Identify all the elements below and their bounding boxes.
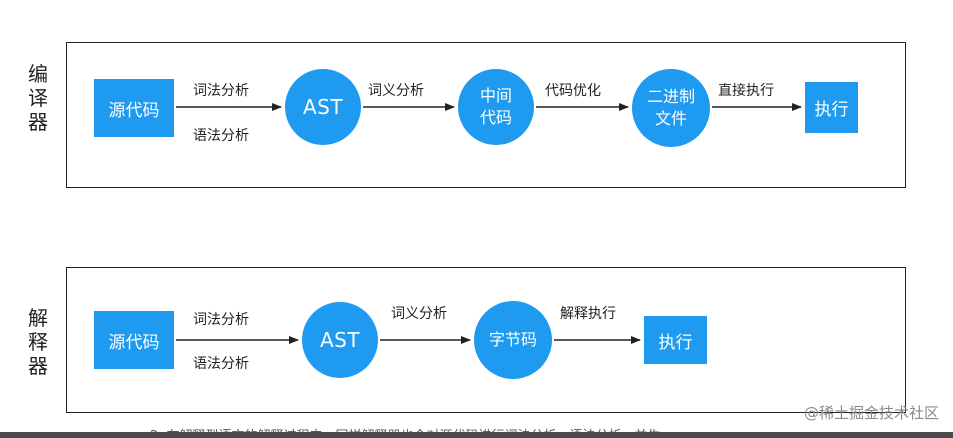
compiler-semantic-label: 词义分析 xyxy=(368,83,424,99)
interpreter-lexer-label: 词法分析 xyxy=(193,312,249,328)
compiler-source-code-node: 源代码 xyxy=(94,79,174,137)
compiler-parser-label: 语法分析 xyxy=(193,128,249,144)
interpreter-ast-node: AST xyxy=(302,302,378,378)
compiler-direct-exec-label: 直接执行 xyxy=(718,83,774,99)
interpreter-semantic-label: 词义分析 xyxy=(391,306,447,322)
compiler-ir-text: 中间代码 xyxy=(479,86,512,127)
compiler-lexer-label: 词法分析 xyxy=(193,83,249,99)
compiler-ir-node: 中间代码 xyxy=(458,69,534,145)
compiler-ast-node: AST xyxy=(285,69,361,145)
compiler-side-label: 编译器 xyxy=(28,62,48,134)
interpreter-side-label: 解释器 xyxy=(28,306,48,378)
watermark-text: @稀土掘金技术社区 xyxy=(803,404,939,422)
interpreter-bytecode-node: 字节码 xyxy=(474,301,552,379)
compiler-binary-text: 二进制文件 xyxy=(646,87,695,128)
footer-bar xyxy=(0,432,953,438)
compiler-execute-node: 执行 xyxy=(805,82,858,133)
interpreter-interpret-exec-label: 解释执行 xyxy=(560,306,616,322)
interpreter-parser-label: 语法分析 xyxy=(193,356,249,372)
interpreter-source-code-node: 源代码 xyxy=(94,311,174,369)
compiler-binary-node: 二进制文件 xyxy=(632,69,710,147)
compiler-optimize-label: 代码优化 xyxy=(545,83,601,99)
interpreter-execute-node: 执行 xyxy=(644,316,707,364)
